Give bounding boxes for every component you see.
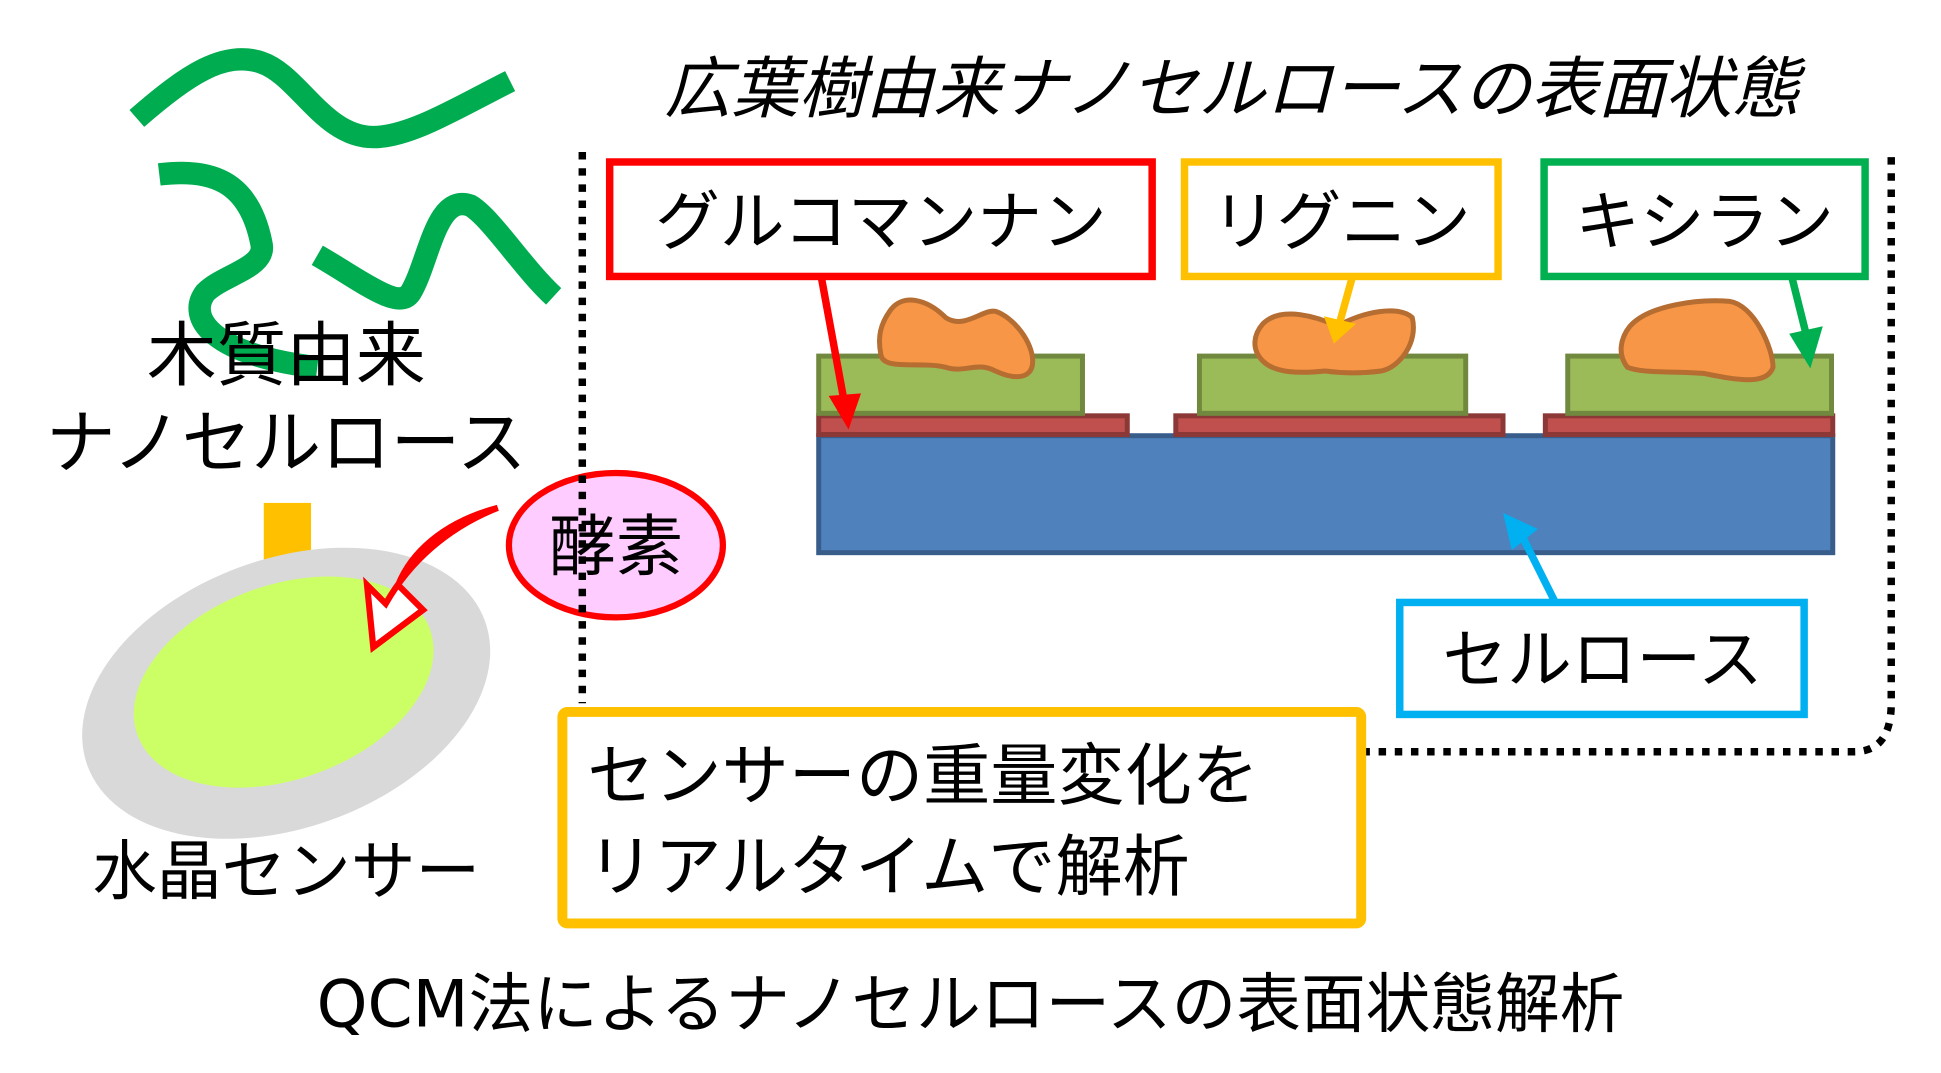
- cellulose-label-box: セルロース: [1396, 598, 1808, 719]
- xylan-label-box: キシラン: [1540, 158, 1869, 281]
- quartz-sensor-icon: [82, 547, 491, 839]
- analysis-line1: センサーの重量変化を: [587, 737, 1259, 815]
- enzyme-badge: 酵素: [505, 469, 727, 621]
- nanocellulose-label-line1: 木質由来: [147, 316, 426, 397]
- sensor-label: 水晶センサー: [92, 835, 480, 910]
- cellulose-pointer-arrow-icon: [1503, 512, 1559, 605]
- analysis-line2: リアルタイムで解析: [587, 828, 1190, 906]
- lignin-label-box: リグニン: [1180, 158, 1502, 281]
- enzyme-arrow-icon: [363, 504, 499, 654]
- nanocellulose-fiber-icon: [129, 48, 562, 379]
- xylan-layers: [816, 353, 1834, 416]
- cellulose-label: セルロース: [1442, 623, 1762, 698]
- xylan-label: キシラン: [1575, 185, 1834, 260]
- lignin-pointer-arrow-icon: [1323, 275, 1357, 344]
- xylan-pointer-arrow-icon: [1788, 275, 1823, 369]
- nanocellulose-label-line2: ナノセルロース: [46, 403, 527, 484]
- lignin-label: リグニン: [1212, 185, 1471, 260]
- glucomannan-label: グルコマンナン: [655, 185, 1107, 260]
- panel-title: 広葉樹由来ナノセルロースの表面状態: [664, 50, 1806, 128]
- analysis-box: センサーの重量変化を リアルタイムで解析: [557, 706, 1367, 929]
- glucomannan-layers: [816, 413, 1836, 437]
- panel-border: [578, 152, 1895, 756]
- enzyme-label: 酵素: [549, 508, 683, 586]
- glucomannan-label-box: グルコマンナン: [605, 158, 1156, 281]
- lignin-blobs: [876, 297, 1776, 383]
- cellulose-substrate: [816, 433, 1836, 556]
- figure-caption: QCM法によるナノセルロースの表面状態解析: [317, 968, 1625, 1043]
- glucomannan-pointer-arrow-icon: [817, 275, 862, 430]
